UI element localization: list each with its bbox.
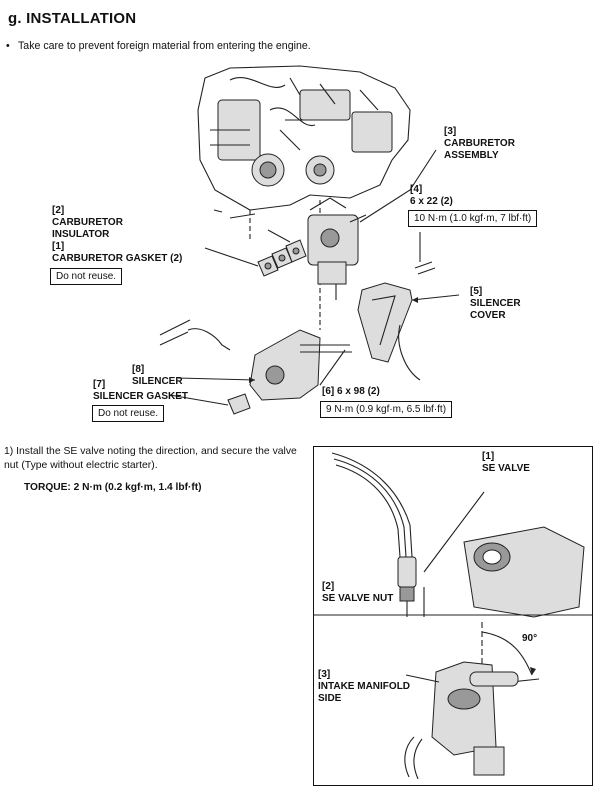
section-title: g. INSTALLATION <box>8 10 137 27</box>
se-valve-inset: [1] SE VALVE [2] SE VALVE NUT 90° [3] IN… <box>313 446 593 786</box>
silencer-cover-drawing <box>357 282 413 363</box>
silencer-drawing <box>249 329 352 401</box>
torque-spec: TORQUE: 2 N·m (0.2 kgf·m, 1.4 lbf·ft) <box>24 482 202 493</box>
torque-box-6x98: 9 N·m (0.9 kgf·m, 6.5 lbf·ft) <box>320 401 453 418</box>
engine-block-drawing <box>197 65 411 211</box>
step-instruction: 1) Install the SE valve noting the direc… <box>4 446 297 471</box>
label-se-valve: [1] SE VALVE <box>482 451 530 474</box>
label-silencer-cover: [5] SILENCER COVER <box>470 286 521 321</box>
label-bolt-6x22: [4] 6 x 22 (2) <box>410 184 453 207</box>
label-silencer: [8] SILENCER <box>132 364 183 387</box>
label-intake-manifold-side: [3] INTAKE MANIFOLD SIDE <box>318 669 411 704</box>
label-carburetor-insulator: [2] CARBURETOR INSULATOR <box>52 205 123 240</box>
bullet-text: Take care to prevent foreign material fr… <box>18 40 311 52</box>
label-bolt-6x98: [6] 6 x 98 (2) <box>322 386 380 397</box>
label-silencer-gasket: [7] SILENCER GASKET <box>93 379 189 402</box>
carburetor-gasket-parts <box>257 239 307 277</box>
label-angle: 90° <box>522 633 538 644</box>
label-carburetor-assembly: [3] CARBURETOR ASSEMBLY <box>444 126 515 161</box>
carburetor-assembly-drawing <box>307 197 367 300</box>
torque-box-6x22: 10 N·m (1.0 kgf·m, 7 lbf·ft) <box>408 210 538 227</box>
exploded-view-illustration <box>159 65 460 415</box>
bullet-note: • Take care to prevent foreign material … <box>6 40 318 54</box>
bullet-dot: • <box>6 40 10 52</box>
se-valve-inset-drawing <box>314 452 592 780</box>
note-box-carburetor-gasket: Do not reuse. <box>50 268 123 285</box>
note-box-silencer-gasket: Do not reuse. <box>92 405 165 422</box>
label-carburetor-gasket: [1] CARBURETOR GASKET (2) <box>52 241 183 264</box>
label-se-valve-nut: [2] SE VALVE NUT <box>322 581 394 604</box>
